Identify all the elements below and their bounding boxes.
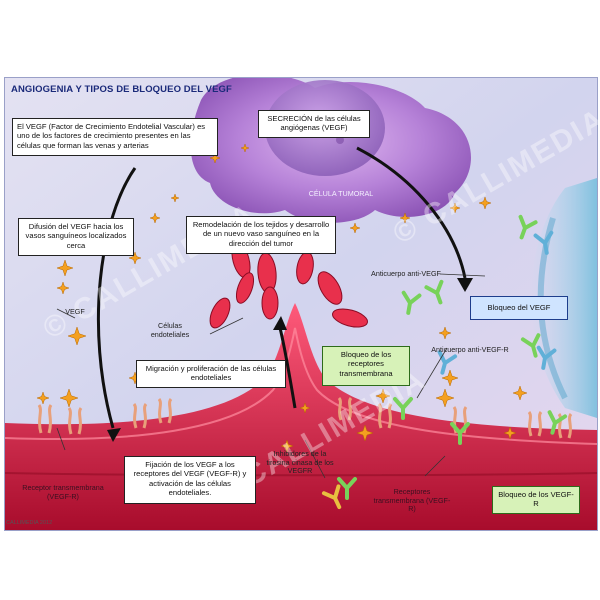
anti-vegfr-label: Anticuerpo anti-VEGF-R (431, 345, 509, 354)
vegf-molecule (441, 369, 459, 387)
antibody (520, 333, 541, 358)
remodel-box: Remodelación de los tejidos y desarrollo… (186, 216, 336, 254)
antibody (401, 290, 422, 315)
tumor-cell-label: CÉLULA TUMORAL (308, 189, 374, 198)
antibody (437, 350, 458, 375)
antibody (547, 410, 568, 435)
fixation-box: Fijación de los VEGF a los receptores de… (124, 456, 256, 504)
receptor-label: Receptor transmembrana (VEGF-R) (22, 483, 104, 501)
vegf-molecule (149, 212, 161, 224)
vegf-molecule (435, 388, 455, 408)
vegf-receptor (132, 403, 148, 429)
vegf-definition-box: El VEGF (Factor de Crecimiento Endotelia… (12, 118, 218, 156)
vegf-molecule (349, 222, 361, 234)
vegf-molecule (59, 388, 79, 408)
vegf-molecule (170, 193, 180, 203)
vegf-molecule (512, 385, 528, 401)
diffusion-box: Difusión del VEGF hacia los vasos sanguí… (18, 218, 134, 256)
vegf-molecule (209, 152, 221, 164)
vegfr-block-box: Bloqueo de los VEGF-R (492, 486, 580, 514)
receptor-block-box: Bloqueo de los receptores transmembrana (322, 346, 410, 386)
vegf-molecule (399, 212, 411, 224)
antibody (533, 230, 554, 255)
migration-box: Migración y proliferación de las células… (136, 360, 286, 388)
vegf-receptor (527, 411, 543, 437)
vegf-molecule (438, 326, 452, 340)
antibodies (321, 214, 568, 510)
vegf-molecules (36, 143, 528, 453)
antibody (518, 214, 538, 240)
vegf-receptor (157, 398, 173, 424)
vegf-receptor (67, 407, 83, 435)
vegf-receptor (377, 403, 393, 429)
vegf-molecule (356, 424, 374, 442)
vegf-molecule (128, 251, 142, 265)
vegf-molecule (478, 196, 492, 210)
vegf-molecule (280, 439, 294, 453)
flow-arrows (96, 146, 467, 429)
anti-vegf-label: Anticuerpo anti-VEGF (371, 269, 441, 278)
vegf-molecule (503, 426, 517, 440)
arrow-heads (107, 278, 473, 442)
vegf-label: VEGF (65, 307, 85, 316)
footer: CALLIMEDIA 2012 (6, 520, 53, 526)
endothelial-label: Células endoteliales (150, 321, 190, 339)
vegf-receptor (37, 404, 53, 434)
diagram-title: ANGIOGENIA Y TIPOS DE BLOQUEO DEL VEGF (11, 84, 232, 95)
vegf-receptor (337, 396, 353, 421)
antibody (393, 397, 413, 420)
antibody (450, 422, 470, 445)
antibody (424, 279, 444, 305)
vegf-molecule (67, 326, 87, 346)
vegf-molecule (299, 402, 311, 414)
leader-lines (56, 273, 486, 479)
vegf-molecule (449, 202, 461, 214)
vegf-receptor (557, 413, 573, 439)
receptors-label: Receptores transmembrana (VEGF-R) (373, 487, 451, 514)
vegf-molecule (375, 388, 391, 404)
antibody (536, 345, 557, 370)
vegf-molecule (56, 259, 74, 277)
antibody (321, 484, 342, 510)
secretion-box: SECRECIÓN de las células angiógenas (VEG… (258, 110, 370, 138)
tk-inhibitors-label: Inhibidores de la tirosina cinasa de los… (266, 449, 334, 476)
vegf-molecule (56, 281, 70, 295)
vegf-block-box: Bloqueo del VEGF (470, 296, 568, 320)
vegf-molecule (240, 143, 250, 153)
antibody (337, 477, 357, 500)
vegf-molecule (36, 391, 50, 405)
